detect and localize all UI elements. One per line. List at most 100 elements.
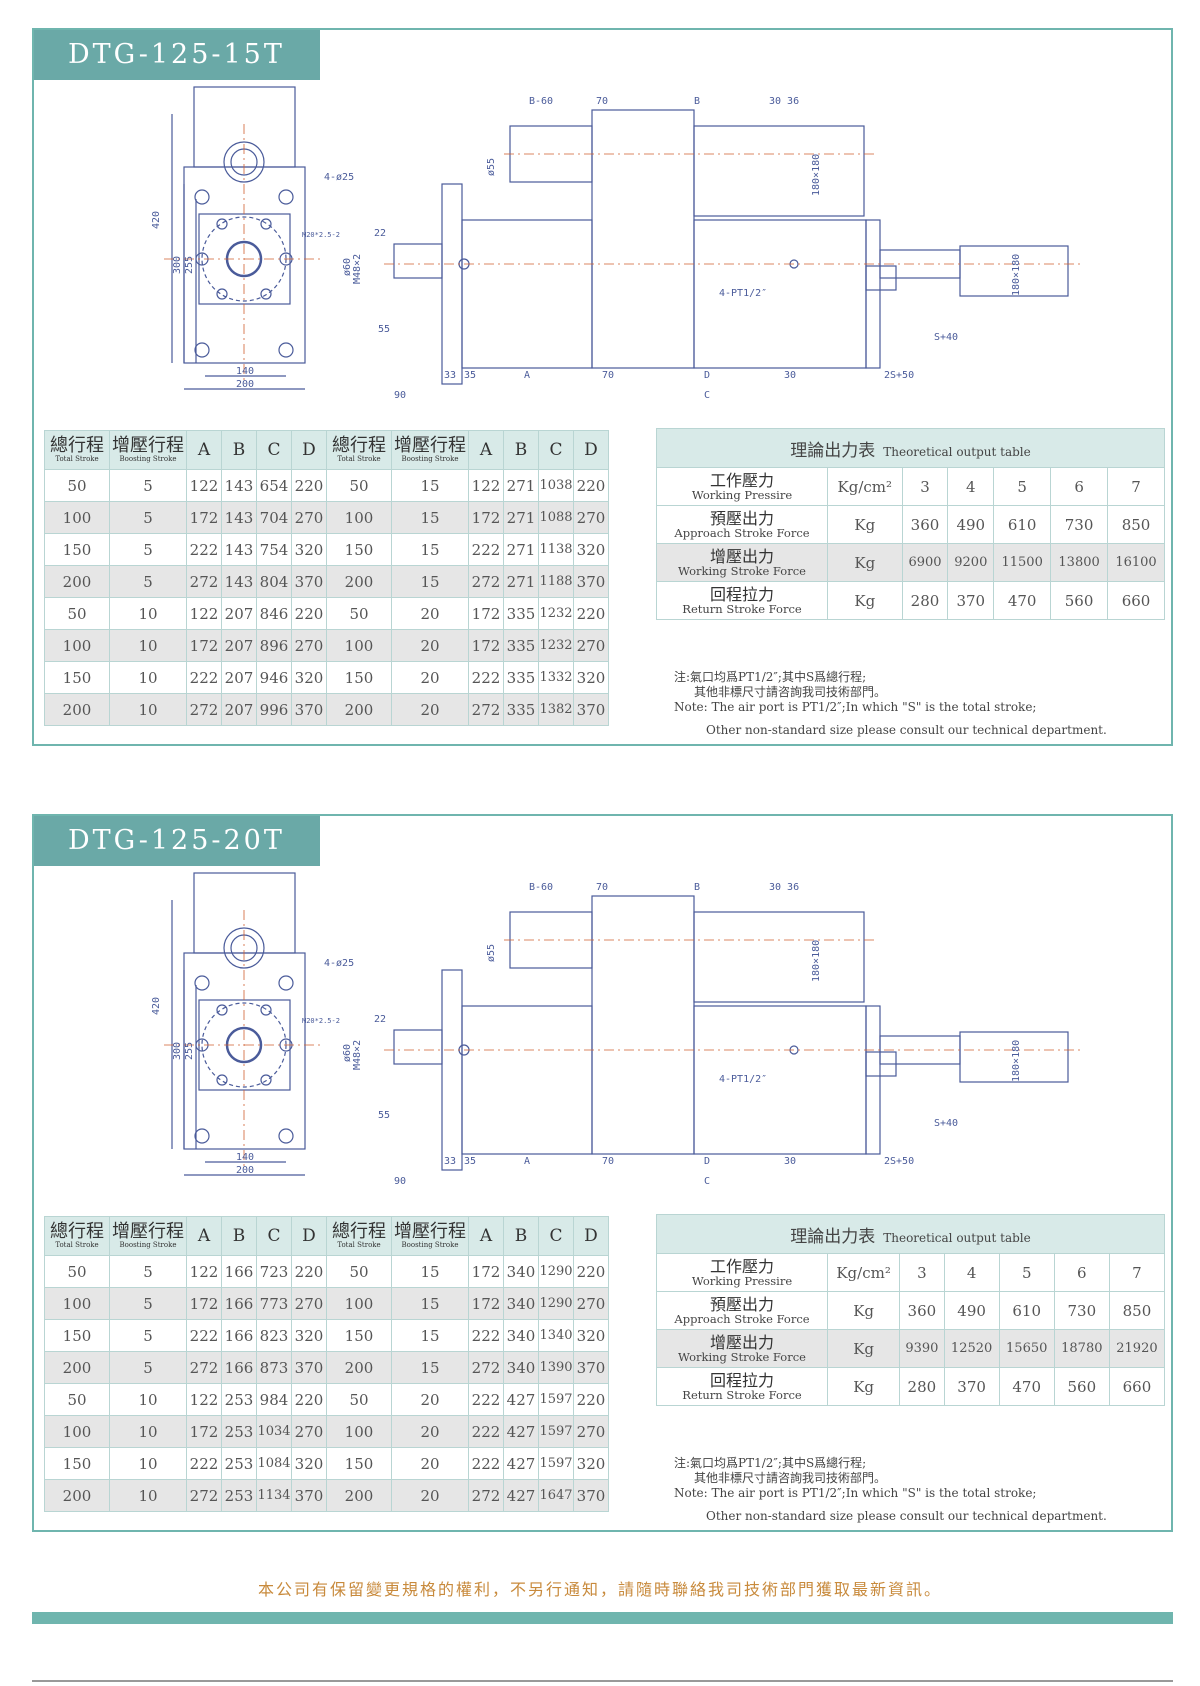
table-cell: 846 [256,597,292,630]
table-cell: 207 [221,661,257,694]
table-cell: 335 [503,661,539,694]
table-cell: 100 [44,1287,110,1320]
dim-d: D [704,1156,710,1167]
dim-70: 70 [602,1156,614,1167]
bottom-rule [32,1680,1173,1682]
dim-2s50: 2S+50 [884,1156,914,1167]
table-cell: 222 [186,1319,222,1352]
dim-c: C [704,390,710,401]
table-cell: 873 [256,1351,292,1384]
dim-top-70: 70 [596,882,608,893]
table-cell: 122 [186,1383,222,1416]
col-b: B [503,430,539,470]
table-cell: 166 [221,1287,257,1320]
table-cell: 370 [573,1351,609,1384]
col-d: D [573,1216,609,1256]
dim-180-top: 180×180 [811,940,822,982]
table-cell: 15 [391,501,469,534]
body-cylinder [461,219,593,369]
dim-33: 33 [444,1156,456,1167]
dim-55: 55 [378,1110,390,1121]
table-cell: 5 [109,1319,187,1352]
table-cell: 340 [503,1319,539,1352]
table-cell: 1084 [256,1447,292,1480]
table-cell: 1340 [538,1319,574,1352]
table-cell: 427 [503,1479,539,1512]
table-cell: 427 [503,1415,539,1448]
dim-255: 255 [184,1042,195,1060]
dim-thread: M20*2.5-2 [302,231,340,239]
col-a: A [468,430,504,470]
dim-b: B [694,882,700,893]
table-cell: 20 [391,693,469,726]
table-cell: 5 [109,1255,187,1288]
table-cell: 370 [291,1479,327,1512]
table-cell: 271 [503,501,539,534]
table-cell: 207 [221,629,257,662]
table-cell: 200 [326,565,392,598]
table-cell: 1138 [538,533,574,566]
table-cell: 20 [391,661,469,694]
table-cell: 704 [256,501,292,534]
table-cell: 427 [503,1447,539,1480]
note-text: 注:氣口均爲PT1/2″;其中S爲總行程; 其他非標尺寸請咨詢我司技術部門。 N… [674,670,1107,737]
table-cell: 320 [291,661,327,694]
table-cell: 10 [109,1383,187,1416]
table-cell: 20 [391,1447,469,1480]
table-cell: 150 [44,1447,110,1480]
table-cell: 1597 [538,1415,574,1448]
table-cell: 804 [256,565,292,598]
dim-140: 140 [236,366,254,377]
table-cell: 150 [326,1447,392,1480]
model-title: DTG-125-15T [34,30,320,80]
table-cell: 220 [291,1383,327,1416]
table-cell: 150 [44,533,110,566]
dim-m48: M48×2 [352,1040,363,1070]
table-cell: 172 [186,1415,222,1448]
dim-c: C [704,1176,710,1187]
rod-end [959,1031,1069,1083]
booster-body [591,895,695,1155]
table-cell: 270 [291,1287,327,1320]
table-cell: 166 [221,1255,257,1288]
table-cell: 200 [326,1479,392,1512]
table-cell: 220 [291,469,327,502]
table-cell: 220 [291,1255,327,1288]
table-cell: 946 [256,661,292,694]
table-cell: 100 [326,1415,392,1448]
col-a: A [468,1216,504,1256]
table-cell: 370 [573,565,609,598]
table-cell: 340 [503,1255,539,1288]
table-cell: 15 [391,469,469,502]
table-cell: 5 [109,469,187,502]
table-cell: 207 [221,597,257,630]
table-cell: 5 [109,501,187,534]
table-cell: 5 [109,1351,187,1384]
table-cell: 172 [468,629,504,662]
dim-2s50: 2S+50 [884,370,914,381]
mount-plate-top [193,872,296,954]
table-cell: 335 [503,597,539,630]
table-cell: 220 [573,1255,609,1288]
table-cell: 320 [573,533,609,566]
table-cell: 1290 [538,1287,574,1320]
dim-200: 200 [236,379,254,390]
table-cell: 200 [44,1479,110,1512]
table-cell: 5 [109,565,187,598]
table-cell: 10 [109,1415,187,1448]
dim-a: A [524,370,530,381]
table-cell: 253 [221,1447,257,1480]
drawing-svg: 420 300 255 140 200 4-ø25 M20*2.5-2 22 ø… [151,86,1084,401]
